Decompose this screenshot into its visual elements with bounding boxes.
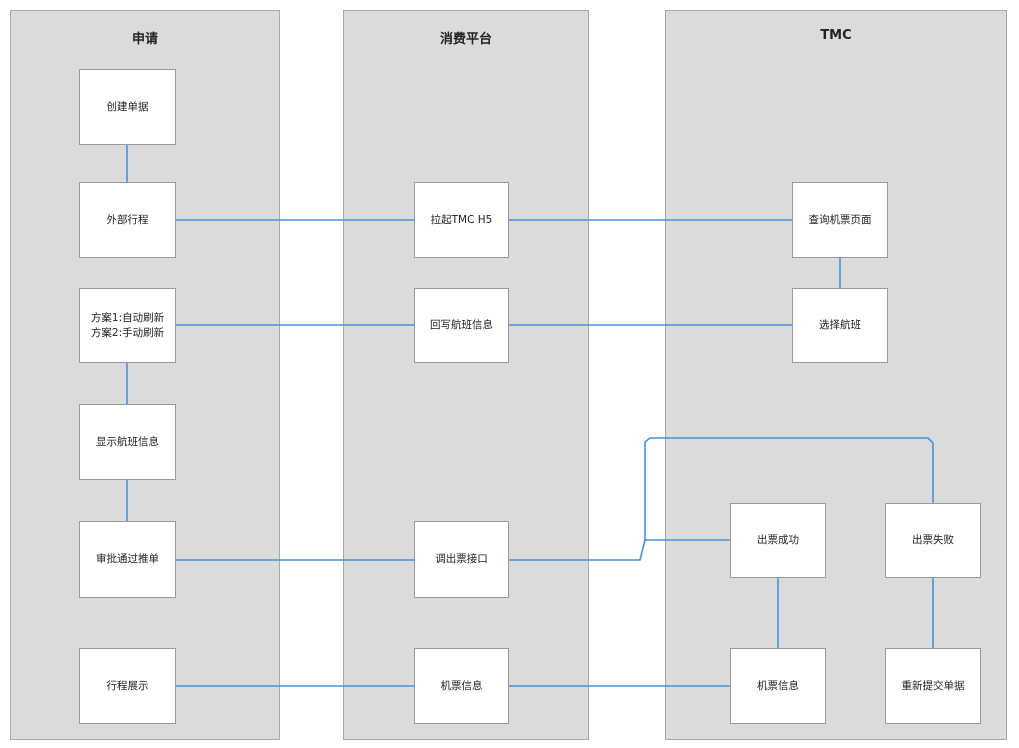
node-call-ticket-api[interactable]: 调出票接口 <box>414 521 509 598</box>
node-ticket-fail-label: 出票失败 <box>912 534 954 547</box>
lane-title-tmc: TMC <box>820 28 852 43</box>
node-ticket-info-tmc-label: 机票信息 <box>757 679 799 692</box>
node-writeback-flight[interactable]: 回写航班信息 <box>414 288 509 363</box>
lane-tmc: TMC <box>665 10 1007 740</box>
lane-platform: 消费平台 <box>343 10 589 740</box>
node-show-flight[interactable]: 显示航班信息 <box>79 404 176 480</box>
node-create-doc[interactable]: 创建单据 <box>79 69 176 145</box>
node-ticket-info-tmc[interactable]: 机票信息 <box>730 648 826 724</box>
node-select-flight-label: 选择航班 <box>819 319 861 332</box>
node-select-flight[interactable]: 选择航班 <box>792 288 888 363</box>
node-external-trip-label: 外部行程 <box>106 213 149 226</box>
node-call-ticket-api-label: 调出票接口 <box>435 553 488 566</box>
node-show-flight-label: 显示航班信息 <box>96 435 159 448</box>
node-external-trip[interactable]: 外部行程 <box>79 182 176 258</box>
node-ticket-info-platform[interactable]: 机票信息 <box>414 648 509 724</box>
node-approve-push[interactable]: 审批通过推单 <box>79 521 176 598</box>
node-launch-tmc[interactable]: 拉起TMC H5 <box>414 182 509 258</box>
node-create-doc-label: 创建单据 <box>106 100 149 113</box>
node-plan-auto-label: 方案1:自动刷新 <box>90 312 165 325</box>
node-launch-tmc-label: 拉起TMC H5 <box>430 213 493 226</box>
node-approve-push-label: 审批通过推单 <box>96 553 159 566</box>
lane-title-apply: 申请 <box>131 32 158 47</box>
node-refresh-plans[interactable]: 方案1:自动刷新 方案2:手动刷新 <box>79 288 176 363</box>
node-trip-display-label: 行程展示 <box>106 679 149 692</box>
node-trip-display[interactable]: 行程展示 <box>79 648 176 724</box>
node-query-ticket-page[interactable]: 查询机票页面 <box>792 182 888 258</box>
node-resubmit-doc[interactable]: 重新提交单据 <box>885 648 981 724</box>
node-ticket-success-label: 出票成功 <box>757 534 799 547</box>
node-ticket-info-platform-label: 机票信息 <box>440 679 483 692</box>
node-ticket-fail[interactable]: 出票失败 <box>885 503 981 578</box>
node-resubmit-doc-label: 重新提交单据 <box>901 679 965 692</box>
node-plan-manual-label: 方案2:手动刷新 <box>90 326 165 339</box>
node-ticket-success[interactable]: 出票成功 <box>730 503 826 578</box>
node-query-ticket-page-label: 查询机票页面 <box>808 213 872 226</box>
node-writeback-flight-label: 回写航班信息 <box>430 319 493 332</box>
lane-title-platform: 消费平台 <box>439 32 492 47</box>
